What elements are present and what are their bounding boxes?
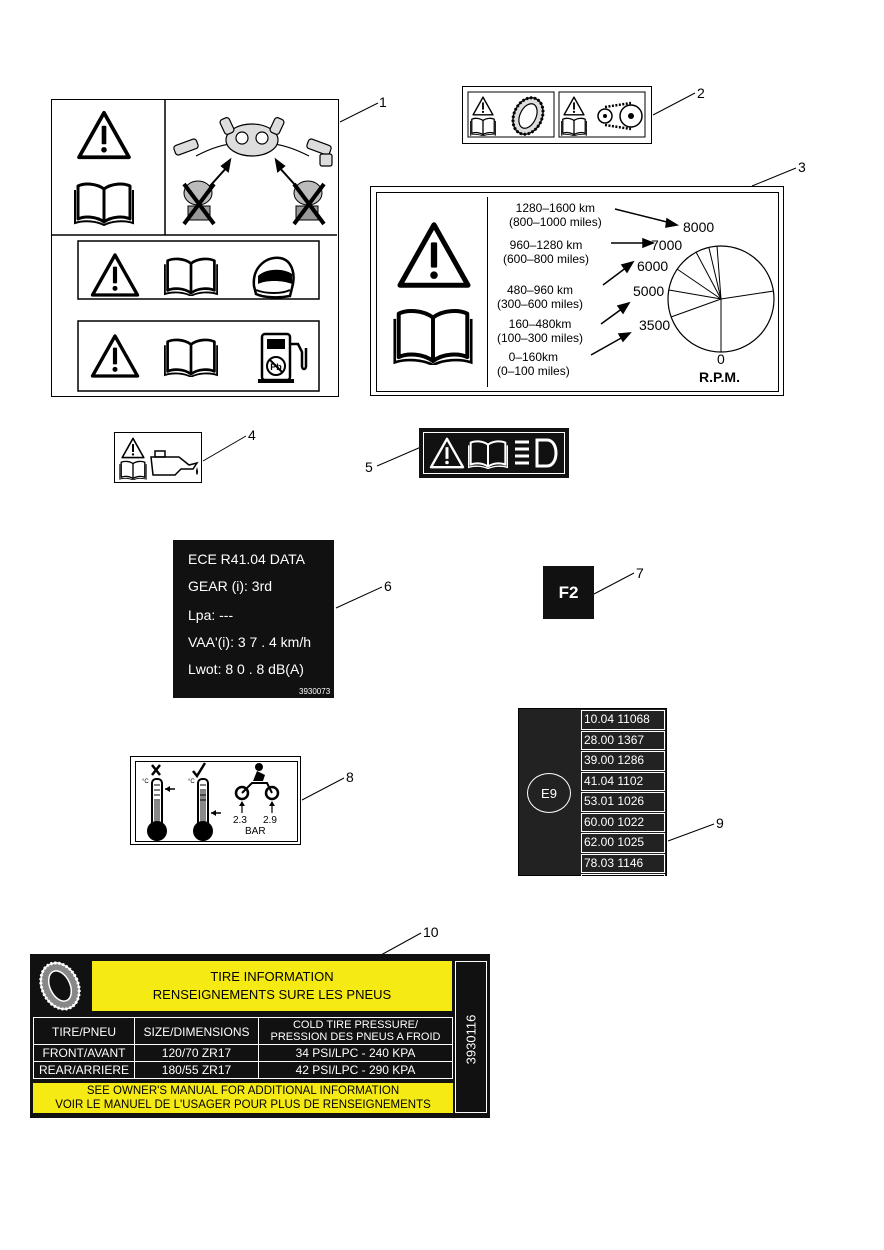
approval-row: 60.00 1022 bbox=[581, 812, 665, 832]
label-9: E9 10.04 11068 28.00 1367 39.00 1286 41.… bbox=[518, 708, 667, 894]
tire-icon bbox=[511, 96, 545, 136]
approval-row: 78.03 1146 bbox=[581, 853, 665, 873]
footer-en: SEE OWNER'S MANUAL FOR ADDITIONAL INFORM… bbox=[86, 1085, 400, 1097]
rpm-0: 0 bbox=[717, 351, 725, 367]
lwot-value: Lwot: 8 0 . 8 dB(A) bbox=[188, 661, 304, 677]
vaa-value: VAA'(i): 3 7 . 4 km/h bbox=[188, 634, 312, 650]
tire-table: TIRE/PNEU SIZE/DIMENSIONS COLD TIRE PRES… bbox=[33, 1017, 453, 1079]
celsius-label: °C bbox=[142, 779, 149, 785]
callout-8: 8 bbox=[346, 769, 354, 785]
label-2 bbox=[462, 86, 652, 144]
manual-book-icon bbox=[74, 180, 134, 226]
warning-icon bbox=[90, 252, 140, 298]
front-pressure: 34 PSI/LPC - 240 KPA bbox=[295, 1046, 416, 1060]
approval-row: 81.00 1373 bbox=[581, 874, 665, 894]
callout-9: 9 bbox=[716, 815, 724, 831]
mileage-range-4: 160–480km(100–300 miles) bbox=[497, 317, 584, 345]
manual-book-icon bbox=[468, 439, 508, 469]
handlebar-mirrors-icon bbox=[173, 117, 333, 226]
front-size: 120/70 ZR17 bbox=[161, 1046, 232, 1060]
warning-icon bbox=[472, 96, 494, 116]
fuel-pump-unleaded-icon: Pb bbox=[258, 332, 308, 383]
callout-6: 6 bbox=[384, 578, 392, 594]
callout-3: 3 bbox=[798, 159, 806, 175]
approval-table: 10.04 11068 28.00 1367 39.00 1286 41.04 … bbox=[581, 710, 665, 895]
rpm-6000: 6000 bbox=[637, 258, 669, 274]
mileage-range-5: 0–160km(0–100 miles) bbox=[497, 350, 570, 378]
title-fr: RENSEIGNEMENTS SURE LES PNEUS bbox=[152, 987, 392, 1002]
label-5 bbox=[419, 428, 569, 478]
approval-row: 39.00 1286 bbox=[581, 751, 665, 771]
tire-icon bbox=[39, 961, 81, 1011]
mileage-range-1: 1280–1600 km(800–1000 miles) bbox=[509, 201, 602, 229]
manual-book-icon bbox=[119, 460, 147, 480]
approval-row: 28.00 1367 bbox=[581, 730, 665, 750]
manual-book-icon bbox=[164, 256, 218, 296]
rpm-8000: 8000 bbox=[683, 219, 715, 235]
approval-row: 41.04 1102 bbox=[581, 771, 665, 791]
footer-fr: VOIR LE MANUEL DE L'USAGER POUR PLUS DE … bbox=[55, 1099, 431, 1111]
e-mark: E9 bbox=[527, 773, 571, 813]
callout-1: 1 bbox=[379, 94, 387, 110]
label-6: ECE R41.04 DATA GEAR (i): 3rd Lpa: --- V… bbox=[173, 540, 334, 698]
manual-book-icon bbox=[561, 117, 587, 136]
header-tire: TIRE/PNEU bbox=[51, 1025, 116, 1039]
lpa-value: Lpa: --- bbox=[188, 607, 234, 623]
rpm-3500: 3500 bbox=[639, 317, 671, 333]
header-size: SIZE/DIMENSIONS bbox=[143, 1025, 250, 1039]
rpm-5000: 5000 bbox=[633, 283, 665, 299]
callout-10: 10 bbox=[423, 924, 439, 940]
rpm-7000: 7000 bbox=[651, 237, 683, 253]
oil-can-icon bbox=[150, 450, 199, 476]
label-3: 1280–1600 km(800–1000 miles) 960–1280 km… bbox=[370, 186, 784, 396]
callout-7: 7 bbox=[636, 565, 644, 581]
manual-book-icon bbox=[164, 337, 218, 377]
mileage-range-3: 480–960 km(300–600 miles) bbox=[497, 283, 584, 311]
callout-2: 2 bbox=[697, 85, 705, 101]
approval-row: 62.00 1025 bbox=[581, 833, 665, 853]
headlight-beam-icon bbox=[515, 438, 558, 468]
rear-pressure: 2.9 bbox=[263, 815, 277, 826]
mileage-range-2: 960–1280 km(600–800 miles) bbox=[503, 238, 590, 266]
helmet-icon bbox=[252, 256, 295, 299]
label-10-tire-information: TIRE INFORMATION RENSEIGNEMENTS SURE LES… bbox=[30, 954, 490, 1118]
front-pos: FRONT/AVANT bbox=[42, 1046, 126, 1060]
front-pressure: 2.3 bbox=[233, 815, 247, 826]
warning-icon bbox=[121, 437, 145, 459]
celsius-label: °C bbox=[188, 779, 195, 785]
label-4 bbox=[114, 432, 202, 483]
rpm-dial bbox=[590, 208, 775, 356]
warning-icon bbox=[90, 333, 140, 379]
rear-size: 180/55 ZR17 bbox=[161, 1063, 232, 1077]
callout-4: 4 bbox=[248, 427, 256, 443]
callout-5: 5 bbox=[365, 459, 373, 475]
warning-icon bbox=[563, 96, 585, 116]
header-pressure: COLD TIRE PRESSURE/PRESSION DES PNEUS A … bbox=[270, 1019, 441, 1043]
manual-book-icon bbox=[470, 117, 496, 136]
ece-data-title: ECE R41.04 DATA bbox=[188, 551, 305, 567]
label-8: °C °C 2.3 2.9 BAR bbox=[130, 756, 301, 845]
part-number: 3930073 bbox=[299, 687, 331, 696]
label-7-f2: F2 bbox=[543, 566, 594, 619]
tire-temperature-pressure-icon bbox=[147, 762, 280, 841]
footer-banner: SEE OWNER'S MANUAL FOR ADDITIONAL INFORM… bbox=[33, 1083, 453, 1113]
bar-unit: BAR bbox=[245, 826, 266, 837]
drive-chain-icon bbox=[597, 101, 643, 131]
approval-row: 53.01 1026 bbox=[581, 792, 665, 812]
rpm-label: R.P.M. bbox=[699, 369, 740, 385]
label-1: Pb bbox=[51, 99, 339, 397]
rear-pos: REAR/ARRIERE bbox=[38, 1063, 130, 1077]
approval-row: 10.04 11068 bbox=[581, 710, 665, 730]
warning-icon bbox=[429, 437, 465, 469]
rear-pressure: 42 PSI/LPC - 290 KPA bbox=[295, 1063, 416, 1077]
title-banner: TIRE INFORMATION RENSEIGNEMENTS SURE LES… bbox=[92, 961, 452, 1011]
warning-icon bbox=[76, 110, 132, 160]
part-number: 3930116 bbox=[463, 1014, 479, 1064]
title-en: TIRE INFORMATION bbox=[210, 969, 334, 984]
gear-value: GEAR (i): 3rd bbox=[188, 578, 273, 594]
